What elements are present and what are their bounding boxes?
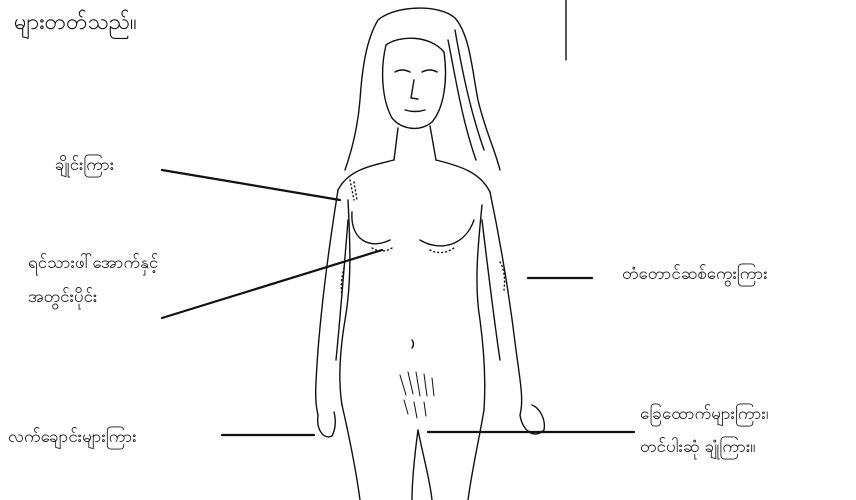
left-arm-outer [316, 190, 338, 415]
label-groin-line2: တင်ပါးဆုံ ချုံကြား။ [640, 435, 755, 459]
left-hand [318, 412, 336, 437]
underbreast-shading [372, 248, 454, 253]
leader-armpit [162, 170, 340, 200]
legs [342, 405, 484, 500]
shoulders [338, 160, 490, 192]
right-hand [520, 405, 544, 434]
navel [412, 340, 414, 348]
breast-left [352, 212, 390, 244]
right-arm-outer [490, 192, 522, 415]
breast-right [420, 220, 474, 246]
label-armpit: ချိုင်းကြား [55, 153, 114, 177]
label-under-breast-line1: ရင်သားဖါ်အောက်နှင့် [28, 251, 158, 275]
hair-strands [448, 30, 484, 160]
right-arm-inner [482, 220, 500, 360]
elbow-shading [341, 262, 504, 298]
label-under-breast-line2: အတွင်းပိုင်း [28, 285, 97, 309]
label-fingers: လက်ချောင်းများကြား [8, 425, 137, 449]
mouth [405, 110, 425, 112]
hair-outline [345, 8, 500, 170]
pubic-shading [400, 372, 434, 418]
eyes [395, 70, 437, 72]
label-groin-line1: ခြေထောက်များကြား၊ [640, 402, 768, 426]
nose [411, 80, 418, 99]
label-upper-arm: တံတောင်ဆစ်ကွေးကြား [622, 262, 768, 286]
neck [394, 126, 436, 160]
armpit-shading [350, 180, 357, 200]
heading-fragment: များတတ်သည်။ [14, 8, 137, 38]
